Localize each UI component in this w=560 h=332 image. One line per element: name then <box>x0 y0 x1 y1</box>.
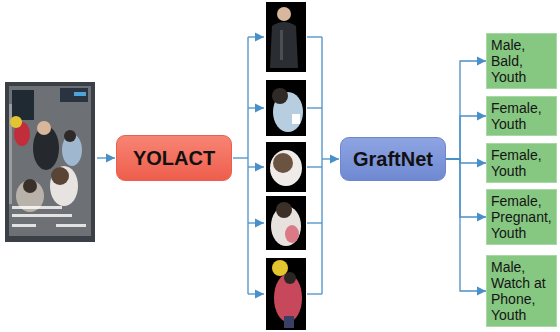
output-box: Male, Bald, Youth <box>486 33 557 89</box>
node-text: Female, Youth <box>491 100 553 132</box>
output-box: Male, Watch at Phone, Youth <box>486 255 557 327</box>
fan-out-lines <box>233 37 264 294</box>
node-text: Male, Bald, Youth <box>491 37 553 85</box>
flow-arrow <box>97 157 115 158</box>
node-text: Female, Pregnant, Youth <box>491 193 553 241</box>
output-box: Female, Pregnant, Youth <box>486 189 557 245</box>
node-text: Female, Youth <box>491 147 553 179</box>
connector-arrow <box>446 159 486 217</box>
connector-arrow <box>446 116 486 159</box>
person-crops <box>266 2 306 330</box>
node-text: Male, Watch at Phone, Youth <box>491 259 553 323</box>
connector-arrow <box>446 159 486 291</box>
model-box: YOLACT <box>116 135 232 181</box>
output-box: Female, Youth <box>486 96 557 136</box>
node-text: GraftNet <box>353 148 433 171</box>
elevator-photo <box>5 82 95 242</box>
model-box: GraftNet <box>340 137 446 181</box>
merge-lines <box>307 37 339 294</box>
node-text: YOLACT <box>133 147 215 170</box>
connector-arrow <box>446 61 486 159</box>
output-box: Female, Youth <box>486 143 557 183</box>
